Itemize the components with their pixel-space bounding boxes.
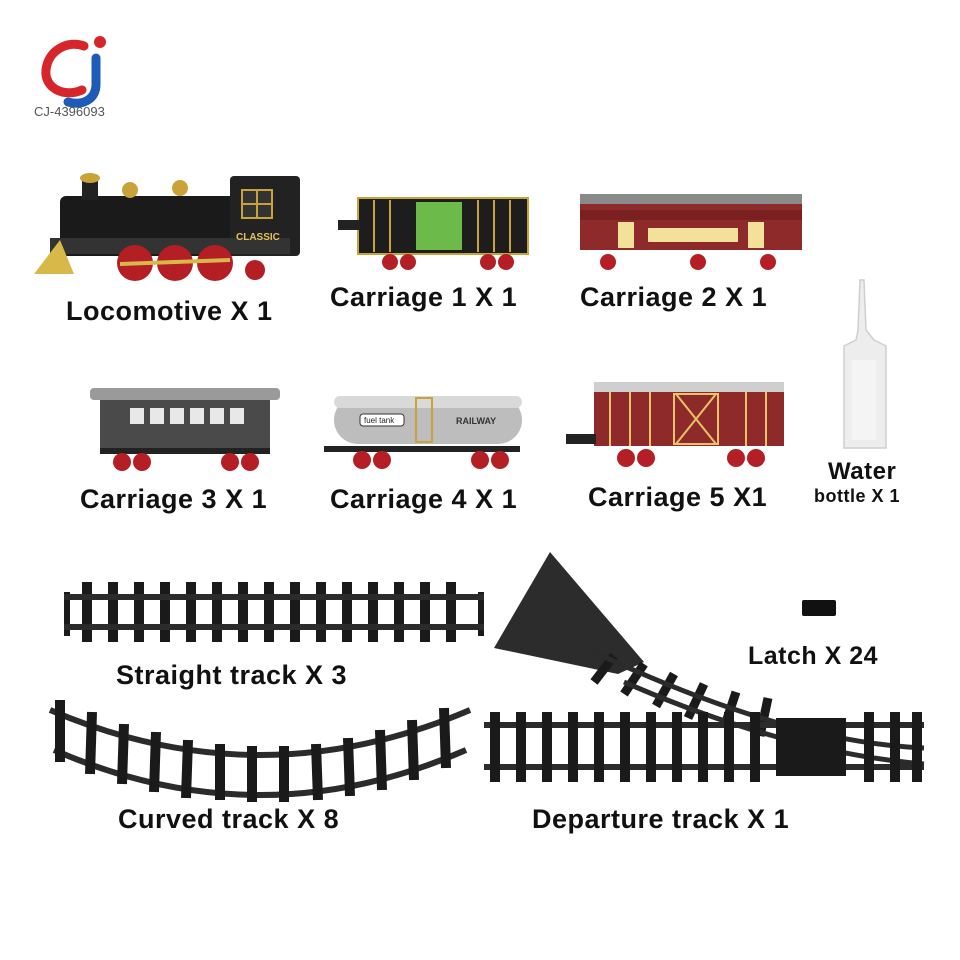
carriage-4-label: Carriage 4 X 1 — [330, 484, 518, 514]
carriage-3-label: Carriage 3 X 1 — [80, 484, 268, 514]
tank-label-decal: fuel tank — [364, 416, 395, 425]
cj-logo-icon — [41, 36, 106, 108]
water-bottle-label-line1: Water — [828, 458, 897, 485]
water-bottle-image — [843, 279, 887, 449]
water-bottle-label-line2: bottle X 1 — [814, 486, 901, 506]
curved-track-label: Curved track X 8 — [118, 804, 340, 834]
tank-railway-decal: RAILWAY — [456, 416, 496, 426]
straight-track-label: Straight track X 3 — [116, 660, 348, 690]
latch-label: Latch X 24 — [748, 642, 879, 670]
straight-track-image — [64, 582, 484, 642]
carriage-5-image — [566, 382, 784, 467]
locomotive-label: Locomotive X 1 — [66, 296, 273, 326]
departure-track-image — [484, 552, 925, 782]
carriage-2-label: Carriage 2 X 1 — [580, 282, 768, 312]
carriage-4-image: fuel tank RAILWAY — [324, 396, 522, 469]
carriage-5-label: Carriage 5 X1 — [588, 482, 768, 512]
latch-image — [802, 600, 836, 616]
locomotive-image: CLASSIC — [34, 173, 300, 281]
carriage-1-image — [338, 197, 529, 270]
locomotive-name-decal: CLASSIC — [236, 232, 280, 243]
carriage-2-image — [580, 194, 802, 270]
logo-code: CJ-4396093 — [34, 104, 105, 119]
curved-track-image — [48, 700, 472, 802]
carriage-1-label: Carriage 1 X 1 — [330, 282, 518, 312]
departure-track-label: Departure track X 1 — [532, 804, 790, 834]
carriage-3-image — [90, 388, 280, 471]
